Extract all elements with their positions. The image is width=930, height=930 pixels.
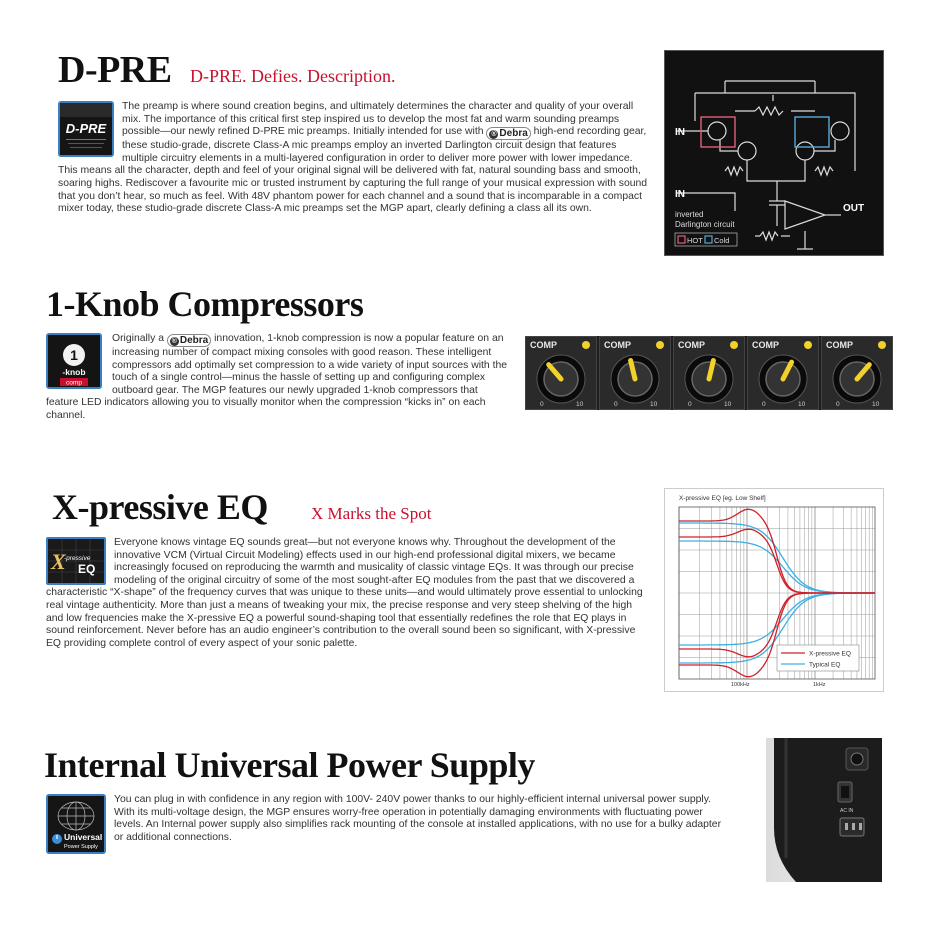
- comp-knob-min: 0: [762, 401, 766, 408]
- eq-tick-1k: 1kHz: [813, 682, 826, 688]
- power-badge-word1: Universal: [64, 832, 102, 842]
- power-badge-word2: Power Supply: [64, 844, 98, 850]
- comp-knob-label: COMP: [530, 340, 557, 350]
- circuit-caption-2: Darlington circuit: [675, 220, 735, 229]
- dpre-badge: D-PRE: [58, 101, 114, 157]
- xpressive-eq-curve: [679, 592, 875, 678]
- comp-led: [582, 341, 590, 349]
- power-text: You can plug in with confidence in any r…: [114, 794, 722, 843]
- hot-legend-label: HOT: [687, 236, 703, 245]
- comp-led: [730, 341, 738, 349]
- comp-knob-label: COMP: [678, 340, 705, 350]
- xpressive-eq-curve: [679, 528, 875, 594]
- comp-knob-3[interactable]: COMP 0 10: [673, 336, 745, 410]
- comp-knob-label: COMP: [604, 340, 631, 350]
- circuit-svg: IN IN OUT inverted Darlington circuit HO…: [674, 80, 864, 250]
- hot-legend-swatch: [677, 235, 686, 244]
- dpre-subtitle: D-PRE. Defies. Description.: [190, 66, 396, 86]
- comp-knob-max: 10: [724, 401, 732, 408]
- comp-badge-word2: comp: [66, 380, 82, 387]
- legend-xpressive: X-pressive EQ: [809, 651, 851, 658]
- comp-text-1: Originally a: [112, 333, 167, 344]
- comp-knob-min: 0: [688, 401, 692, 408]
- comp-body: 1 -knob comp Originally a ®Debra innovat…: [46, 333, 508, 423]
- comp-debra-logo-text: Debra: [179, 335, 209, 346]
- comp-badge-word1: -knob: [62, 367, 85, 377]
- circuit-caption-1: inverted: [675, 210, 703, 219]
- comp-knob-pointer: [780, 359, 795, 382]
- darlington-circuit-diagram: IN IN OUT inverted Darlington circuit HO…: [664, 50, 884, 256]
- comp-debra-logo-icon: ®: [169, 337, 179, 346]
- comp-knob-min: 0: [540, 401, 544, 408]
- dpre-body: D-PRE The preamp is where sound creation…: [58, 101, 650, 216]
- eq-text: Everyone knows vintage EQ sounds great—b…: [46, 537, 643, 649]
- debra-logo-icon: ®: [489, 130, 499, 140]
- comp-knob-pointer: [854, 362, 872, 382]
- eq-body: X -pressive EQ Everyone knows vintage EQ…: [46, 537, 652, 650]
- eq-badge: X -pressive EQ: [46, 537, 106, 585]
- comp-knob-min: 0: [836, 401, 840, 408]
- comp-badge-icon: 1 -knob comp: [48, 335, 100, 387]
- comp-knob-pointer: [546, 362, 564, 382]
- hot-box: [700, 116, 736, 148]
- comp-knob-max: 10: [798, 401, 806, 408]
- comp-badge-number: 1: [70, 347, 78, 363]
- power-badge-icon: Universal Power Supply: [48, 796, 104, 852]
- power-body: Universal Power Supply You can plug in w…: [46, 794, 726, 856]
- circuit-out: OUT: [843, 203, 864, 214]
- cold-legend-swatch: [704, 235, 713, 244]
- circuit-in-1: IN: [675, 127, 685, 138]
- comp-knob-1[interactable]: COMP 0 10: [525, 336, 597, 410]
- eq-badge-word1: -pressive: [64, 555, 91, 562]
- comp-debra-logo: ®Debra: [166, 334, 212, 347]
- comp-knob-min: 0: [614, 401, 618, 408]
- eq-graph-title: X-pressive EQ [eg. Low Shelf]: [679, 495, 766, 502]
- debra-logo-text: Debra: [499, 128, 528, 140]
- power-title: Internal Universal Power Supply: [44, 745, 535, 785]
- eq-title: X-pressive EQ: [52, 487, 268, 527]
- comp-knob-label: COMP: [752, 340, 779, 350]
- comp-badge: 1 -knob comp: [46, 333, 102, 389]
- debra-logo: ®Debra: [486, 127, 531, 141]
- comp-knob-5[interactable]: COMP 0 10: [821, 336, 893, 410]
- eq-response-graph: X-pressive EQ [eg. Low Shelf] X-pressive…: [664, 488, 884, 692]
- dpre-text-1: The preamp is where sound creation begin…: [122, 101, 634, 138]
- eq-badge-icon: X -pressive EQ: [48, 539, 104, 583]
- comp-led: [804, 341, 812, 349]
- power-badge: Universal Power Supply: [46, 794, 106, 854]
- eq-subtitle: X Marks the Spot: [311, 504, 432, 523]
- comp-knob-label: COMP: [826, 340, 853, 350]
- eq-badge-x: X: [50, 549, 67, 574]
- comp-knob-2[interactable]: COMP 0 10: [599, 336, 671, 410]
- comp-knob-max: 10: [872, 401, 880, 408]
- comp-text-2: innovation, 1-knob compression is now a …: [46, 333, 508, 421]
- power-photo-label: AC IN: [840, 808, 854, 814]
- circuit-in-2: IN: [675, 189, 685, 200]
- comp-knob-4[interactable]: COMP 0 10: [747, 336, 819, 410]
- eq-tick-100: 100kHz: [731, 682, 750, 688]
- power-photo: AC IN: [766, 738, 882, 882]
- cold-legend-label: Cold: [714, 236, 729, 245]
- legend-typical: Typical EQ: [809, 662, 840, 669]
- eq-graph-svg: X-pressive EQ [eg. Low Shelf] X-pressive…: [678, 495, 876, 688]
- comp-title: 1-Knob Compressors: [46, 284, 364, 324]
- dpre-text-2: high-end recording gear, these studio-gr…: [58, 126, 648, 215]
- comp-led: [656, 341, 664, 349]
- dpre-title: D-PRE: [58, 49, 172, 91]
- dpre-badge-title: D-PRE: [66, 121, 107, 136]
- comp-knob-pointer: [628, 358, 638, 382]
- eq-badge-word2: EQ: [78, 562, 95, 576]
- power-photo-svg: AC IN: [774, 738, 882, 882]
- comp-knob-strip: COMP 0 10 COMP 0 10 COMP 0 10 COMP 0 10 COMP 0 10: [525, 336, 893, 410]
- xpressive-eq-curve: [679, 508, 875, 594]
- cold-box: [794, 116, 830, 148]
- comp-knob-pointer: [706, 358, 716, 382]
- dpre-badge-icon: D-PRE: [60, 103, 112, 155]
- comp-knob-max: 10: [650, 401, 658, 408]
- comp-knob-max: 10: [576, 401, 584, 408]
- comp-led: [878, 341, 886, 349]
